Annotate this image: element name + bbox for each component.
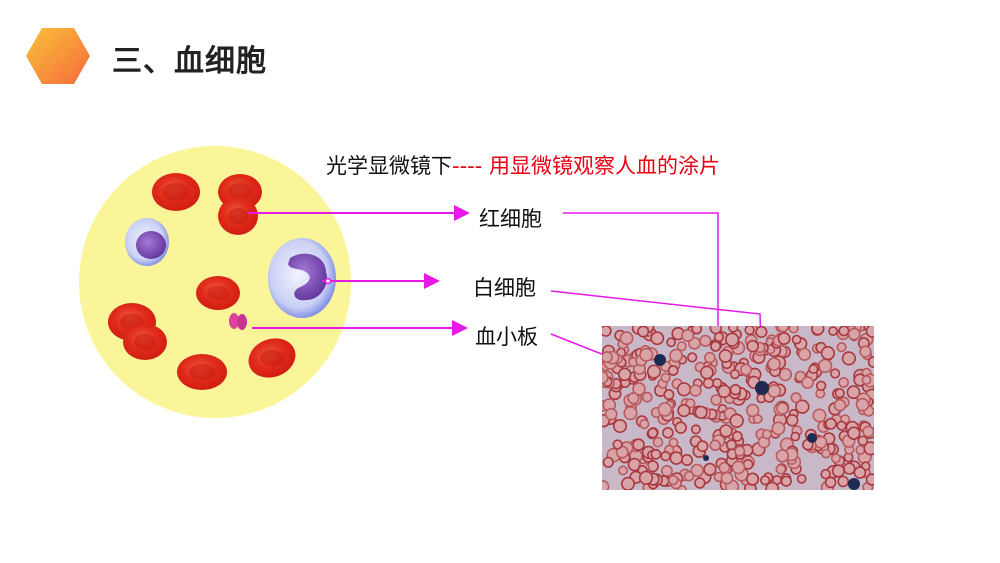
red-blood-cell bbox=[123, 324, 167, 360]
red-blood-cell bbox=[177, 354, 227, 390]
red-blood-cell bbox=[152, 173, 200, 211]
red-blood-cell bbox=[218, 197, 258, 235]
diagram-subtitle: 光学显微镜下---- 用显微镜观察人血的涂片 bbox=[326, 150, 720, 180]
platelets bbox=[229, 313, 247, 330]
subtitle-microscope: 光学显微镜下 bbox=[326, 154, 452, 178]
subtitle-smear-note: ---- 用显微镜观察人血的涂片 bbox=[452, 154, 720, 178]
page-title: 三、血细胞 bbox=[112, 44, 267, 79]
hexagon-icon bbox=[26, 28, 90, 84]
red-blood-cell bbox=[196, 276, 240, 310]
label-red-cell: 红细胞 bbox=[479, 207, 542, 231]
red-blood-cell bbox=[248, 338, 296, 378]
red-blood-cells bbox=[108, 173, 296, 390]
label-platelet: 血小板 bbox=[475, 325, 538, 349]
label-white-cell: 白细胞 bbox=[473, 276, 536, 300]
blood-smear-micrograph bbox=[602, 326, 874, 490]
neutrophil bbox=[268, 238, 336, 318]
connector-red-cell bbox=[563, 212, 719, 355]
lymphocyte bbox=[125, 218, 169, 266]
